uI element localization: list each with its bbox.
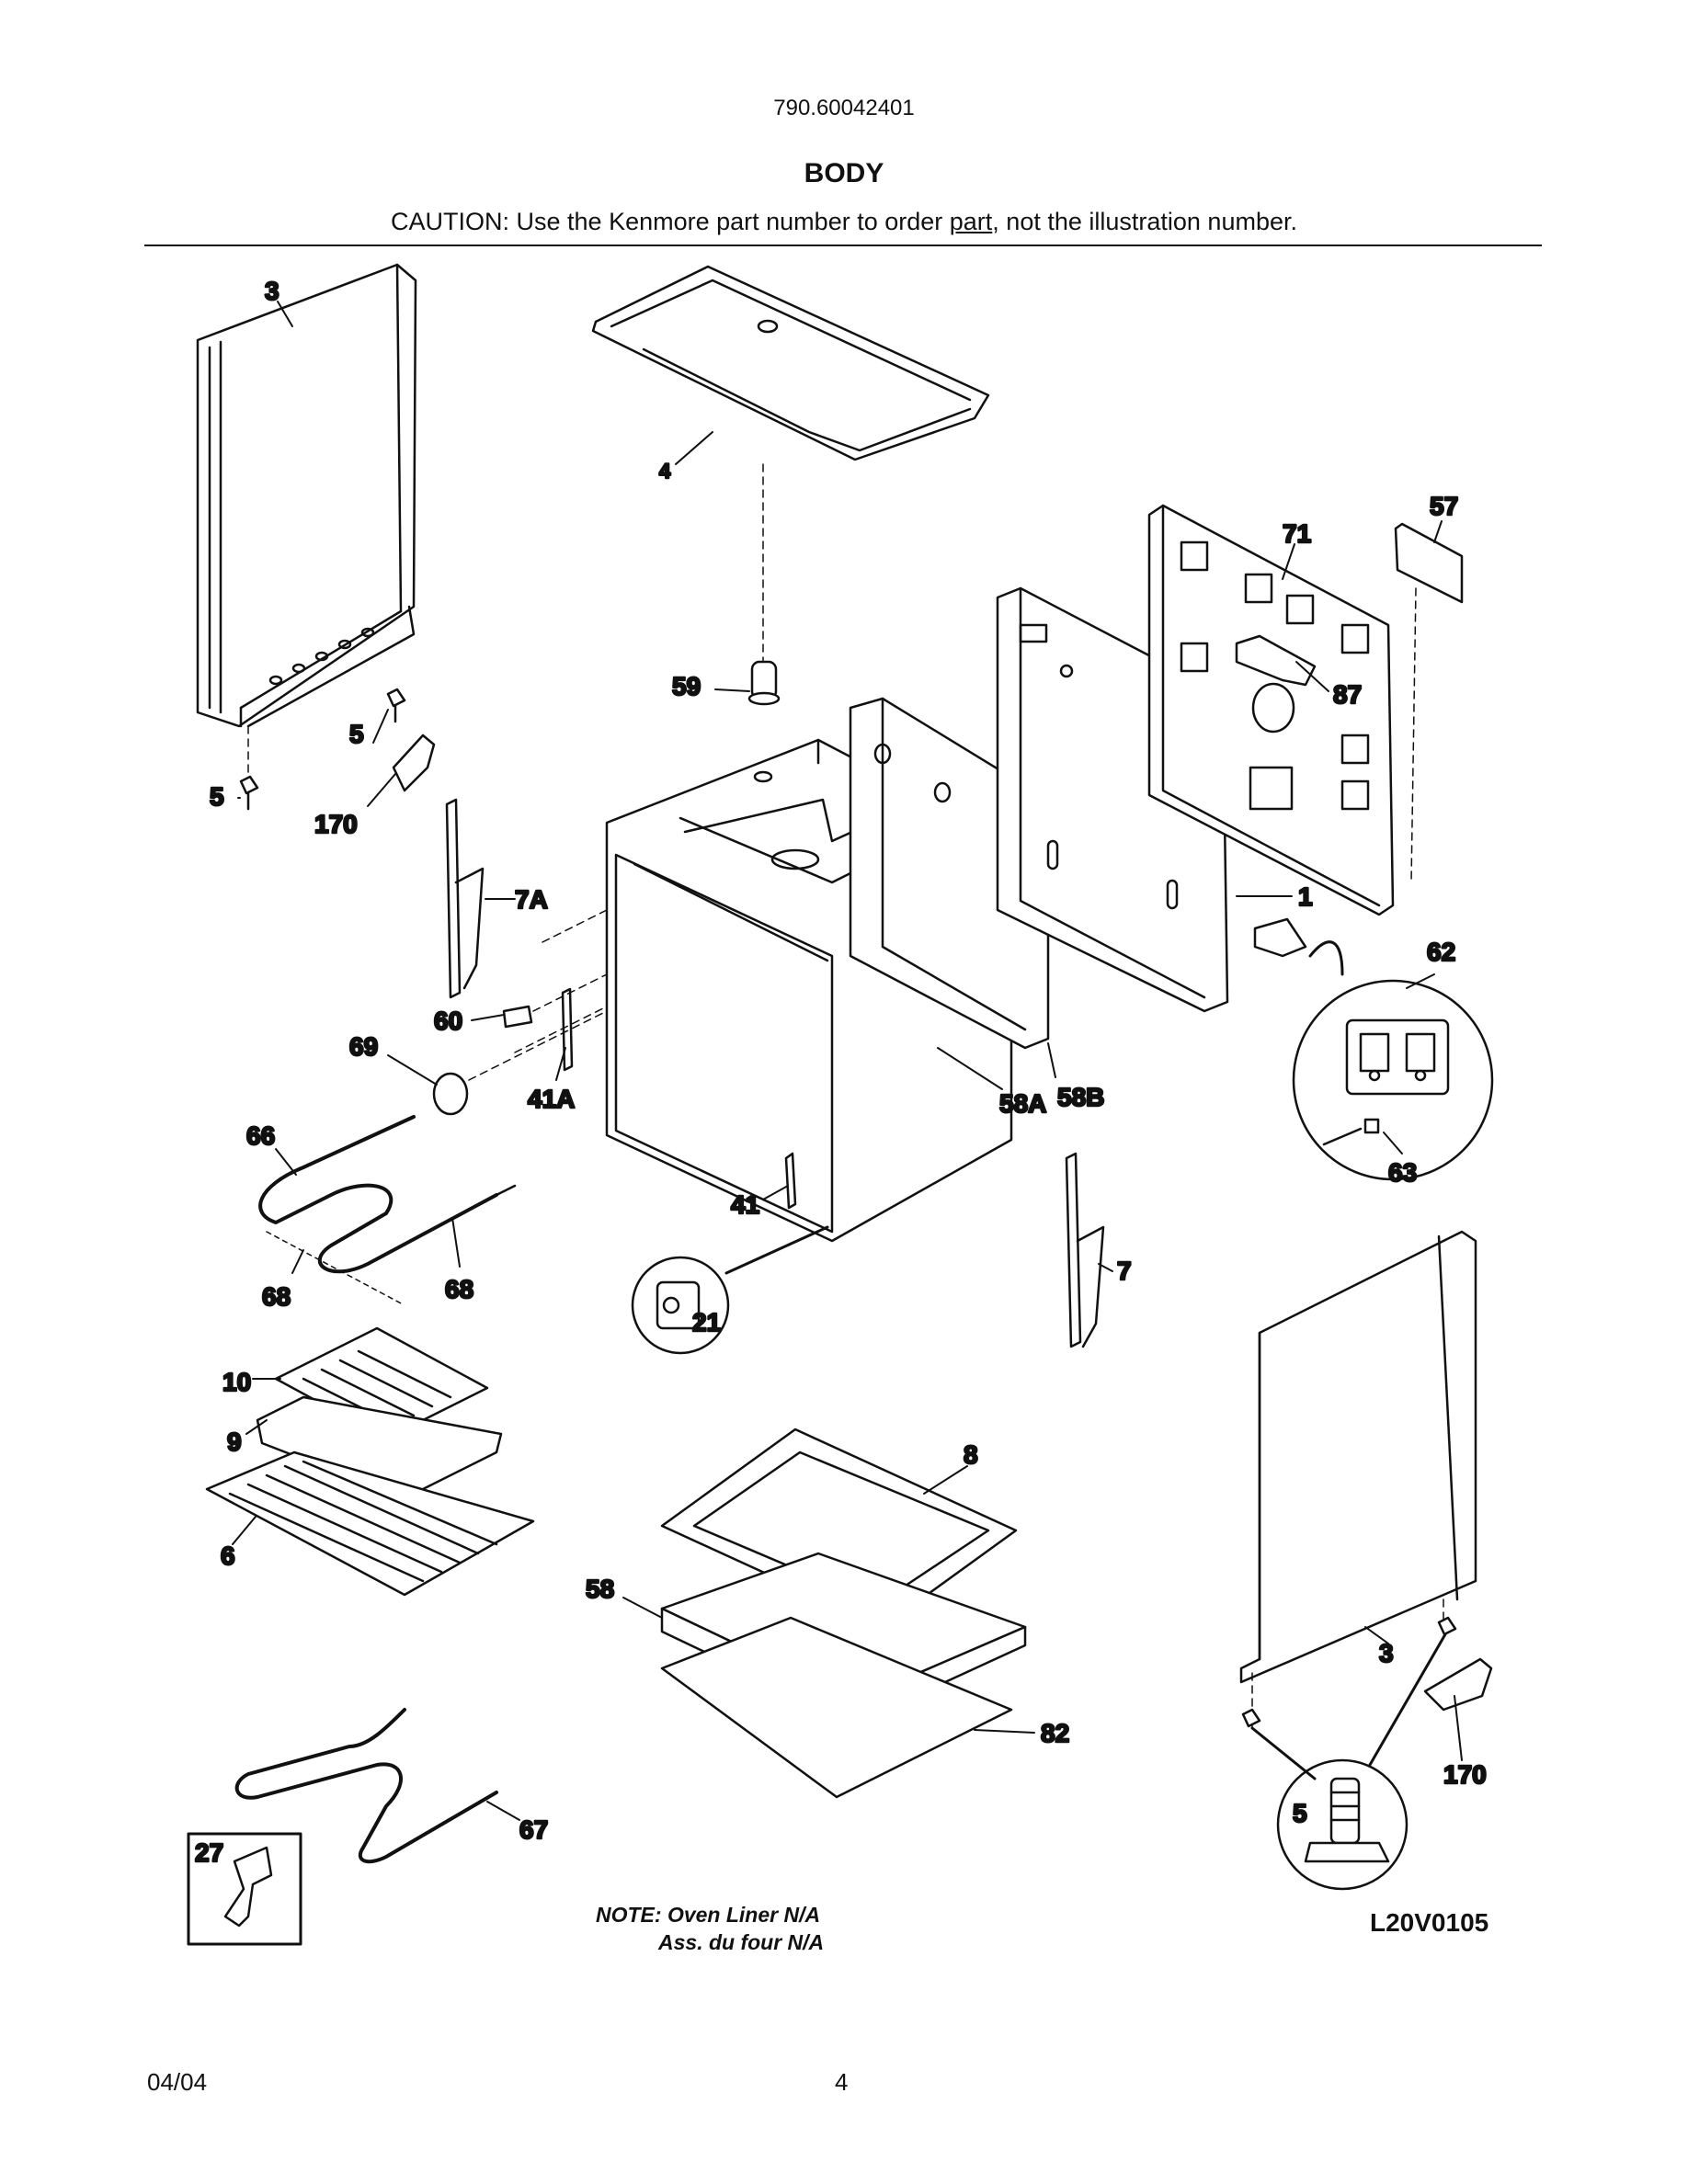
lamp-lens (432, 1072, 469, 1116)
callout-4: 4 (659, 460, 671, 483)
leveling-leg-right (1241, 1708, 1261, 1728)
page-number: 4 (835, 2068, 849, 2096)
callout-3-right: 3 (1379, 1639, 1394, 1667)
note-line-1: NOTE: Oven Liner N/A (596, 1903, 821, 1927)
bracket-41 (784, 1152, 797, 1210)
callout-71: 71 (1283, 519, 1311, 548)
model-number: 790.60042401 (773, 96, 915, 120)
note-line-2: Ass. du four N/A (658, 1930, 825, 1954)
callout-41: 41 (731, 1190, 759, 1219)
section-title: BODY (804, 158, 884, 188)
oven-rack (205, 1450, 535, 1597)
bracket-41a (561, 987, 574, 1072)
leveling-leg-bracket (392, 734, 436, 792)
callout-59: 59 (672, 672, 701, 700)
bottom-base-plate (660, 1616, 1013, 1799)
oven-liner-note: NOTE: Oven Liner N/A Ass. du four N/A (596, 1901, 824, 1956)
callout-57: 57 (1430, 492, 1458, 520)
callout-41a: 41A (528, 1085, 575, 1113)
callout-8: 8 (964, 1440, 978, 1469)
callout-3-left: 3 (265, 277, 279, 305)
callout-58a: 58A (999, 1089, 1046, 1118)
callout-5-upper-left: 5 (349, 720, 364, 748)
callout-27: 27 (195, 1838, 223, 1867)
caution-text: CAUTION: Use the Kenmore part number to … (0, 208, 1688, 236)
callout-5-lower-left: 5 (210, 782, 224, 811)
callout-67: 67 (519, 1815, 548, 1844)
screw-left-upper (386, 688, 406, 723)
top-panel (591, 265, 990, 461)
callout-58: 58 (586, 1575, 614, 1603)
leg-bracket-right (1423, 1657, 1493, 1712)
right-side-panel (1239, 1230, 1477, 1684)
callout-5-detail: 5 (1293, 1799, 1307, 1827)
leveling-leg-detail (1276, 1758, 1409, 1891)
callout-62: 62 (1427, 938, 1455, 966)
dash-leader-plate (1410, 587, 1417, 883)
dash-leaders-left (468, 909, 608, 1081)
header-rule (144, 245, 1542, 246)
callout-1: 1 (1298, 882, 1313, 911)
caution-underlined-word: part (949, 208, 993, 235)
terminal-block-detail (1292, 979, 1494, 1181)
callout-87: 87 (1333, 680, 1362, 709)
element-shield (266, 1231, 405, 1306)
callout-58b: 58B (1057, 1083, 1104, 1111)
callout-63: 63 (1388, 1158, 1417, 1187)
callout-6: 6 (221, 1541, 235, 1570)
callout-10: 10 (222, 1368, 251, 1396)
broil-element (258, 1115, 517, 1274)
callout-9: 9 (227, 1428, 242, 1456)
callout-21: 21 (692, 1308, 721, 1337)
callout-68-left: 68 (262, 1282, 291, 1311)
terminal-block (1253, 917, 1307, 958)
callout-170-left: 170 (314, 810, 358, 838)
footer-date: 04/04 (147, 2068, 208, 2096)
callout-66: 66 (246, 1121, 275, 1150)
callout-68-right: 68 (445, 1275, 473, 1303)
callout-69: 69 (349, 1032, 378, 1061)
latch-detail (631, 1256, 730, 1355)
insulation-clip (747, 660, 781, 706)
hinge-clip (502, 1005, 533, 1029)
callout-7a: 7A (515, 885, 548, 914)
rack-guide-left (445, 798, 485, 999)
screw-left-lower (239, 775, 259, 811)
figure-code: L20V0105 (1370, 1908, 1489, 1937)
callout-leaders (232, 301, 1463, 1821)
callout-170-right: 170 (1443, 1760, 1487, 1789)
caution-suffix: , not the illustration number. (992, 208, 1297, 235)
cover-plate (1394, 522, 1464, 604)
callout-82: 82 (1041, 1719, 1069, 1747)
back-panel-vented (1147, 504, 1395, 916)
rack-guide-right (1065, 1152, 1105, 1348)
caution-prefix: CAUTION: Use the Kenmore part number to … (391, 208, 950, 235)
callout-7: 7 (1117, 1257, 1132, 1285)
bake-element (234, 1708, 498, 1864)
left-side-panel (196, 263, 417, 728)
callout-60: 60 (434, 1007, 462, 1035)
leveling-foot-right (1437, 1616, 1457, 1636)
vent-bracket (1235, 634, 1317, 687)
broiler-pan (256, 1395, 503, 1500)
bracket-27-part (223, 1846, 273, 1928)
